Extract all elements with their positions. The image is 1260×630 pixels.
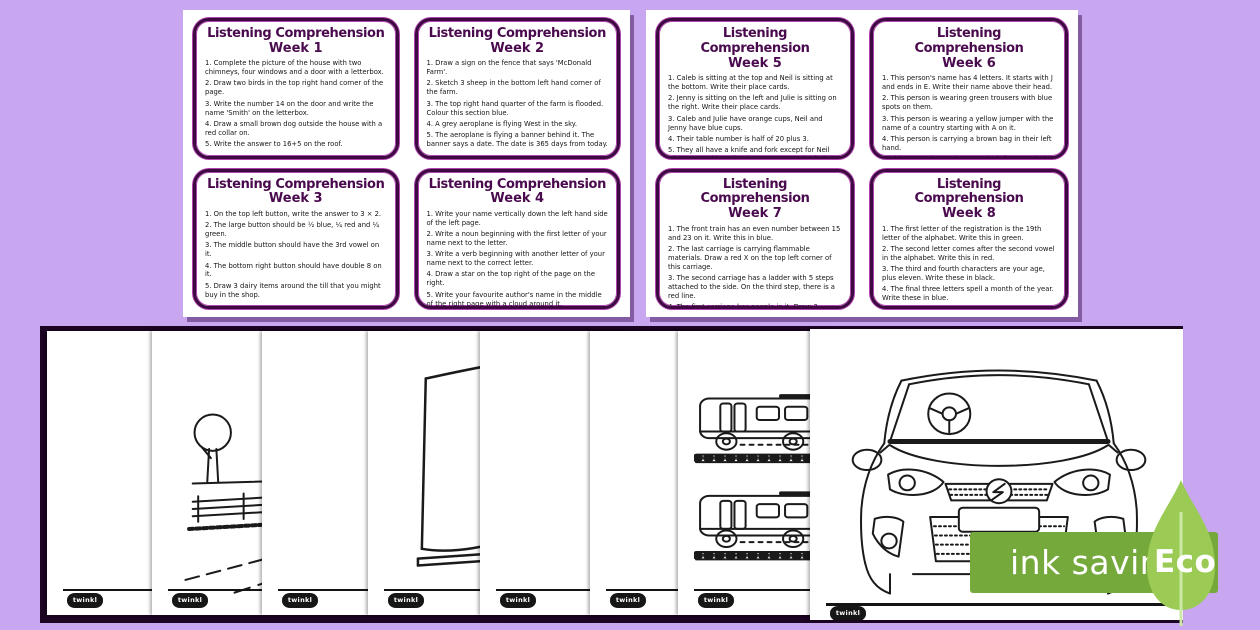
- instruction-item: 1. On the top left button, write the ans…: [205, 209, 382, 218]
- week-card-8: Listening Comprehension Week 8 1. The fi…: [870, 168, 1068, 309]
- card-week-label: Week 1: [268, 40, 323, 56]
- instruction-item: 2. Sketch 3 sheep in the bottom left han…: [426, 79, 601, 97]
- instruction-item: 2. The last carriage is carrying flammab…: [668, 244, 832, 271]
- instruction-item: 4. The final three letters spell a month…: [882, 285, 1054, 303]
- instruction-item: 2. The second letter comes after the sec…: [882, 244, 1055, 262]
- twinkl-logo: twinkl: [388, 593, 424, 608]
- instruction-item: 1. Write your name vertically down the l…: [426, 209, 608, 227]
- car-art: [846, 353, 1152, 611]
- card-title: Listening Comprehension: [914, 26, 1024, 56]
- instruction-item: 1. Draw a sign on the fence that says 'M…: [426, 59, 592, 77]
- instruction-item: 5. Write the answer to 16+5 on the roof.: [205, 140, 343, 149]
- instruction-item: 3. Write a verb beginning with another l…: [426, 250, 605, 268]
- card-title: Listening Comprehension: [428, 176, 607, 192]
- card-title: Listening Comprehension: [207, 176, 385, 192]
- card-sheet-weeks-1-4: Listening Comprehension Week 1 1. Comple…: [183, 10, 630, 317]
- instruction-item: 1. Caleb is sitting at the top and Neil …: [668, 74, 833, 91]
- instruction-item: 1. This person's name has 4 letters. It …: [882, 74, 1053, 91]
- instruction-item: 3. The second carriage has a ladder with…: [668, 274, 835, 300]
- card-sheet-weeks-5-8: Listening Comprehension Week 5 1. Caleb …: [646, 10, 1078, 317]
- instruction-item: 2. The large button should be ½ blue, ¼ …: [205, 221, 380, 238]
- instruction-item: 1. The first letter of the registration …: [882, 224, 1042, 242]
- instruction-item: 2. This person is wearing green trousers…: [882, 94, 1053, 112]
- twinkl-logo: twinkl: [67, 593, 103, 608]
- instruction-item: 3. Caleb and Julie have orange cups, Nei…: [668, 114, 823, 132]
- twinkl-logo: twinkl: [830, 606, 866, 620]
- instruction-item: 4. The first carriage has people in it. …: [668, 303, 818, 309]
- instruction-item: 1. The front train has an even number be…: [668, 224, 841, 242]
- instruction-item: 1. Complete the picture of the house wit…: [205, 59, 384, 77]
- card-week-label: Week 7: [728, 206, 782, 222]
- card-title: Listening Comprehension: [428, 26, 607, 41]
- eco-label: Eco: [1154, 544, 1217, 580]
- instruction-item: 5. Write your favourite author's name in…: [426, 290, 602, 308]
- week-card-4: Listening Comprehension Week 4 1. Write …: [414, 168, 620, 309]
- instruction-item: 3. This person is wearing a yellow jumpe…: [882, 114, 1054, 132]
- card-week-label: Week 3: [268, 191, 323, 207]
- instruction-item: 2. Draw two birds in the top right hand …: [205, 79, 384, 97]
- card-title: Listening Comprehension: [914, 176, 1024, 207]
- instruction-item: 5. They all have a knife and fork except…: [668, 146, 830, 155]
- week-card-2: Listening Comprehension Week 2 1. Draw a…: [414, 18, 620, 159]
- instruction-item: 4. Draw a star on the top right of the p…: [426, 270, 596, 288]
- week-card-1: Listening Comprehension Week 1 1. Comple…: [193, 18, 399, 159]
- card-week-label: Week 6: [942, 55, 996, 71]
- instruction-item: 2. Jenny is sitting on the left and Juli…: [668, 94, 837, 112]
- twinkl-logo: twinkl: [698, 593, 734, 608]
- instruction-item: 3. The middle button should have the 3rd…: [205, 241, 380, 259]
- instruction-item: 5. Draw 3 dairy items around the till th…: [205, 281, 381, 299]
- week-card-3: Listening Comprehension Week 3 1. On the…: [193, 168, 399, 309]
- card-week-label: Week 8: [942, 206, 996, 222]
- instruction-item: 2. Write a noun beginning with the first…: [426, 229, 607, 247]
- card-week-label: Week 2: [490, 40, 545, 56]
- card-title: Listening Comprehension: [700, 26, 810, 56]
- instruction-item: 5. This person has trainers on their fee…: [882, 155, 1056, 156]
- instruction-item: 4. Their table number is half of 20 plus…: [668, 134, 809, 143]
- instruction-item: 4. This person is carrying a brown bag i…: [882, 134, 1052, 152]
- instruction-item: 4. The bottom right button should have d…: [205, 261, 382, 279]
- worksheet-preview-row: twinkl twinkl twinkl: [40, 326, 1183, 623]
- week-card-5: Listening Comprehension Week 5 1. Caleb …: [656, 18, 854, 159]
- instruction-item: 5. Draw a person sitting in the car wear…: [882, 306, 1056, 307]
- footer-line: [826, 603, 1169, 606]
- twinkl-logo: twinkl: [610, 593, 646, 608]
- instruction-item: 3. The top right hand quarter of the far…: [426, 99, 604, 117]
- week-card-6: Listening Comprehension Week 6 1. This p…: [870, 18, 1068, 159]
- card-week-label: Week 5: [728, 55, 782, 71]
- instruction-item: 4. A grey aeroplane is flying West in th…: [426, 119, 578, 128]
- eco-leaf-icon: [1147, 480, 1215, 626]
- instruction-item: 4. Draw a small brown dog outside the ho…: [205, 119, 383, 137]
- card-week-label: Week 4: [490, 191, 545, 207]
- instruction-item: 3. Write the number 14 on the door and w…: [205, 99, 374, 117]
- card-title: Listening Comprehension: [207, 26, 385, 41]
- twinkl-logo: twinkl: [500, 593, 536, 608]
- week-card-7: Listening Comprehension Week 7 1. The fr…: [656, 168, 854, 309]
- card-title: Listening Comprehension: [700, 176, 810, 207]
- twinkl-logo: twinkl: [282, 593, 318, 608]
- instruction-item: 3. The third and fourth characters are y…: [882, 265, 1045, 282]
- instruction-item: 5. The aeroplane is flying a banner behi…: [426, 131, 608, 149]
- twinkl-logo: twinkl: [172, 593, 208, 608]
